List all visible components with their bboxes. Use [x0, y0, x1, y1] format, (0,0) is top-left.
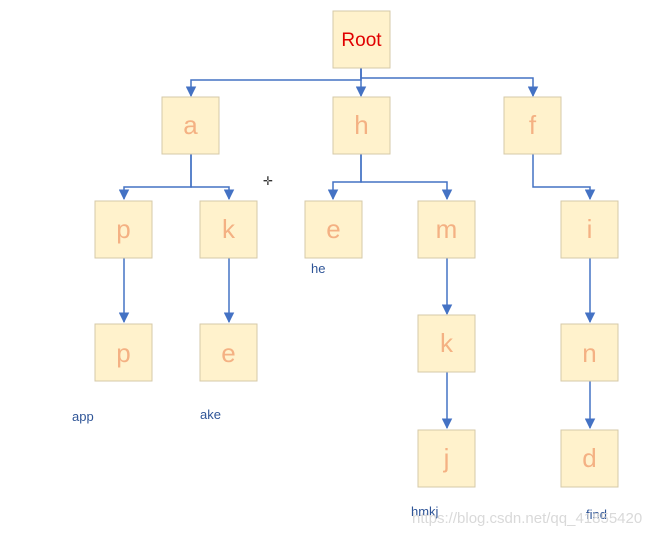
node-k-level2-label: k: [222, 214, 236, 244]
node-f-label: f: [529, 110, 537, 140]
edge-h-m: [360, 154, 453, 201]
node-k-level3: k: [417, 314, 476, 373]
node-p-level3: p: [94, 323, 153, 382]
node-j: j: [417, 429, 476, 488]
node-i: i: [560, 200, 619, 259]
edge-a-k: [190, 154, 235, 201]
node-a: a: [161, 96, 220, 155]
word-label-he: he: [311, 261, 326, 276]
node-j-label: j: [443, 443, 450, 473]
word-label-app: app: [72, 409, 94, 424]
crosshair-cursor-icon: ✛: [263, 174, 274, 188]
watermark: https://blog.csdn.net/qq_41855420: [412, 510, 643, 527]
node-a-label: a: [183, 110, 198, 140]
edge-a-p: [118, 154, 192, 201]
node-d-label: d: [582, 443, 596, 473]
edge-h-e: [327, 154, 362, 201]
edge-root-a: [185, 68, 362, 98]
node-e-level3: e: [199, 323, 258, 382]
node-n: n: [560, 323, 619, 382]
node-e-level2: e: [304, 200, 363, 259]
node-m-label: m: [436, 214, 458, 244]
node-p-level3-label: p: [116, 338, 130, 368]
edges: [118, 68, 596, 430]
word-label-find: find: [586, 507, 607, 522]
node-k-level3-label: k: [440, 328, 454, 358]
node-p-level2: p: [94, 200, 153, 259]
word-label-hmkj: hmkj: [411, 504, 439, 519]
node-e-level3-label: e: [221, 338, 235, 368]
word-label-ake: ake: [200, 407, 221, 422]
node-k-level2: k: [199, 200, 258, 259]
node-n-label: n: [582, 338, 596, 368]
node-root: Root: [332, 10, 391, 69]
node-f: f: [503, 96, 562, 155]
node-d: d: [560, 429, 619, 488]
node-root-label: Root: [341, 30, 382, 51]
node-i-label: i: [587, 214, 593, 244]
edge-f-i: [532, 154, 596, 201]
edge-root-f: [360, 68, 539, 98]
node-e-level2-label: e: [326, 214, 340, 244]
node-m: m: [417, 200, 476, 259]
node-p-level2-label: p: [116, 214, 130, 244]
node-h: h: [332, 96, 391, 155]
node-h-label: h: [354, 110, 368, 140]
